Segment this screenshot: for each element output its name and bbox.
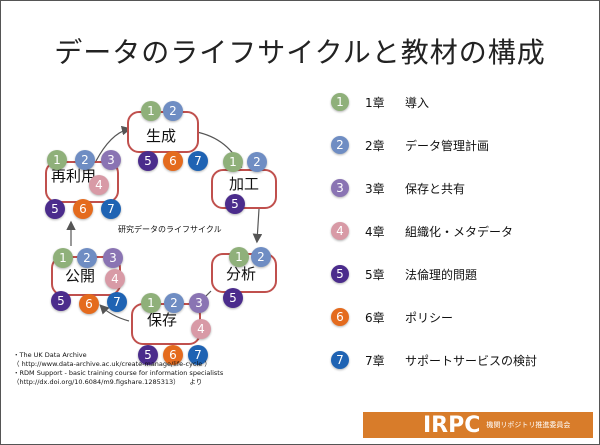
chapter-badge-2: 2 <box>164 293 184 313</box>
chapter-badge-3: 3 <box>331 179 349 197</box>
stage-label-kakou: 加工 <box>229 175 260 193</box>
chapter-badge-2: 2 <box>247 152 267 172</box>
slide-title: データのライフサイクルと教材の構成 <box>54 36 546 69</box>
footnote-link[interactable]: （http://dx.doi.org/10.6084/m9.figshare.1… <box>13 378 203 386</box>
stage-box-kakou <box>211 169 277 209</box>
chapter-badge-1: 1 <box>141 101 161 121</box>
chapter-badge-1: 1 <box>229 247 249 267</box>
legend-chapter: 4章 <box>365 224 385 239</box>
legend-chapter: 2章 <box>365 138 385 153</box>
legend-chapter: 5章 <box>365 267 385 282</box>
chapter-badge-4: 4 <box>331 222 349 240</box>
chapter-badge-1: 1 <box>53 248 73 268</box>
legend-item-3: 3 3章 保存と共有 <box>331 177 465 199</box>
stage-label-seisei: 生成 <box>146 127 177 145</box>
chapter-badge-2: 2 <box>163 101 183 121</box>
chapter-badge-7: 7 <box>331 351 349 369</box>
legend-item-7: 7 7章 サポートサービスの検討 <box>331 349 537 371</box>
legend-text: 法倫理的問題 <box>405 267 478 282</box>
chapter-badge-4: 4 <box>89 175 109 195</box>
chapter-badge-5: 5 <box>331 265 349 283</box>
footnote-line: ・RDM Support - basic training course for… <box>13 369 224 377</box>
stage-box-seisei <box>127 111 199 153</box>
stage-label-hozon: 保存 <box>147 311 178 329</box>
chapter-badge-5: 5 <box>45 199 65 219</box>
chapter-badge-2: 2 <box>75 150 95 170</box>
logo-sub-text: 機関リポジトリ推進委員会 <box>486 421 571 429</box>
chapter-badge-6: 6 <box>163 345 183 365</box>
chapter-badge-7: 7 <box>101 199 121 219</box>
chapter-badge-3: 3 <box>189 293 209 313</box>
legend-item-2: 2 2章 データ管理計画 <box>331 134 489 156</box>
legend-text: データ管理計画 <box>405 138 490 153</box>
legend-text: 組織化・メタデータ <box>405 224 514 239</box>
stage-label-koukai: 公開 <box>65 267 96 285</box>
legend-chapter: 3章 <box>365 181 385 196</box>
chapter-badge-4: 4 <box>105 269 125 289</box>
legend-text: 導入 <box>405 95 430 110</box>
legend-item-5: 5 5章 法倫理的問題 <box>331 263 477 285</box>
chapter-badge-1: 1 <box>47 150 67 170</box>
legend-chapter: 1章 <box>365 95 385 110</box>
stage-label-bunseki: 分析 <box>226 265 257 283</box>
chapter-badge-2: 2 <box>77 248 97 268</box>
legend-text: ポリシー <box>405 310 454 325</box>
chapter-badge-6: 6 <box>163 151 183 171</box>
chapter-badge-2: 2 <box>331 136 349 154</box>
legend-chapter: 6章 <box>365 310 385 325</box>
chapter-badge-5: 5 <box>225 194 245 214</box>
cycle-center-label: 研究データのライフサイクル <box>118 225 222 234</box>
footnote-line: ・The UK Data Archive <box>13 351 87 359</box>
source-footnote: ・The UK Data Archive （ http://www.data-a… <box>13 351 223 387</box>
chapter-badge-2: 2 <box>251 247 271 267</box>
chapter-badge-5: 5 <box>51 291 71 311</box>
legend-item-6: 6 6章 ポリシー <box>331 306 453 328</box>
chapter-badge-5: 5 <box>223 288 243 308</box>
chapter-badge-4: 4 <box>191 319 211 339</box>
footnote-link[interactable]: （ http://www.data-archive.ac.uk/create-m… <box>13 360 211 368</box>
legend-chapter: 7章 <box>365 353 385 368</box>
chapter-badge-7: 7 <box>188 345 208 365</box>
chapter-badge-7: 7 <box>188 151 208 171</box>
chapter-badge-1: 1 <box>141 293 161 313</box>
chapter-badge-5: 5 <box>138 345 158 365</box>
chapter-badge-3: 3 <box>101 150 121 170</box>
logo-main-text: IRPC <box>423 412 481 438</box>
legend-text: サポートサービスの検討 <box>405 353 538 368</box>
chapter-badge-5: 5 <box>138 151 158 171</box>
legend-item-1: 1 1章 導入 <box>331 91 429 113</box>
legend-item-4: 4 4章 組織化・メタデータ <box>331 220 513 242</box>
irpc-logo: IRPC 機関リポジトリ推進委員会 <box>363 412 593 438</box>
chapter-badge-1: 1 <box>331 93 349 111</box>
chapter-badge-6: 6 <box>331 308 349 326</box>
chapter-badge-6: 6 <box>73 199 93 219</box>
stage-label-sairiyou: 再利用 <box>51 167 97 185</box>
legend-text: 保存と共有 <box>405 181 466 196</box>
chapter-badge-6: 6 <box>79 294 99 314</box>
chapter-badge-7: 7 <box>107 292 127 312</box>
chapter-badge-1: 1 <box>223 152 243 172</box>
chapter-badge-3: 3 <box>103 248 123 268</box>
